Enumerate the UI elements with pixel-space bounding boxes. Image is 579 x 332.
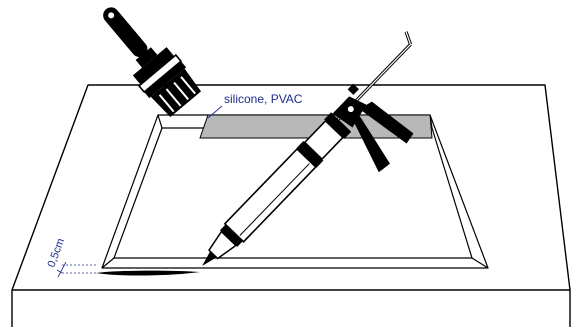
paint-brush-icon [103, 7, 202, 118]
opening-left-bevel [157, 114, 163, 129]
caulking-gun-icon [202, 31, 414, 266]
material-label: silicone, PVAC [224, 92, 303, 106]
gap-dimension [56, 261, 96, 278]
material-label-leader [207, 105, 223, 119]
opening-left-wall [101, 257, 115, 269]
adhesive-bead [96, 270, 200, 276]
opening-right-wall [471, 257, 489, 269]
